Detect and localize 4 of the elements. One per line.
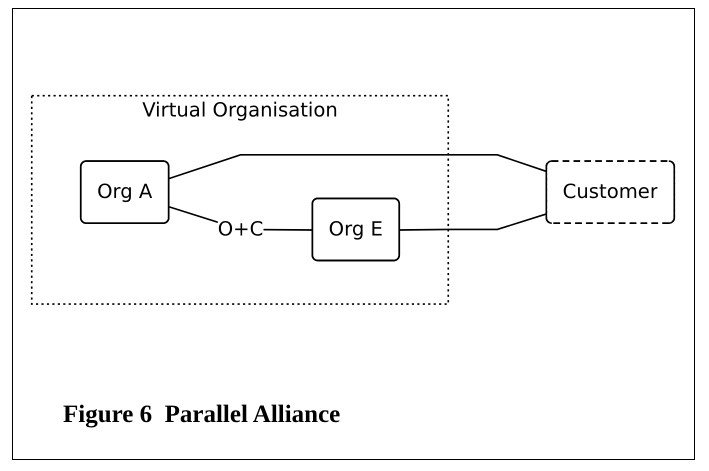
edge-label: O+C	[218, 218, 264, 241]
connector	[168, 154, 548, 180]
figure-caption: Figure 6 Parallel Alliance	[63, 401, 340, 429]
connector	[400, 213, 548, 231]
